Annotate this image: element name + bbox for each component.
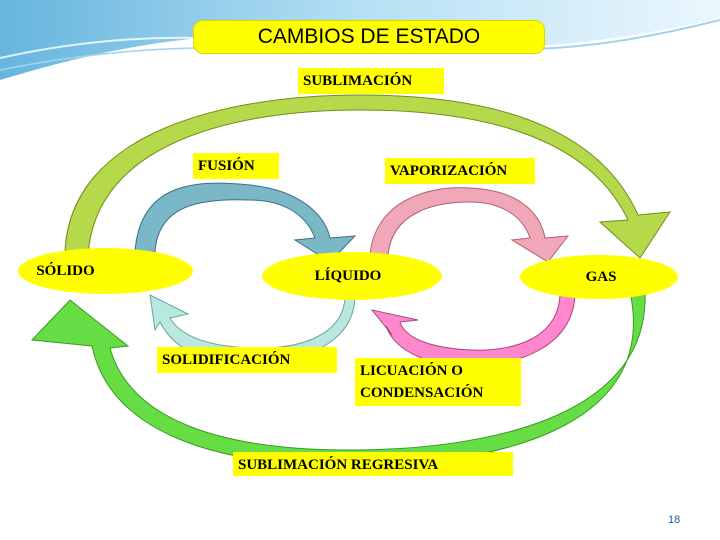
liquefaction-arrow — [370, 291, 576, 367]
page-number: 18 — [668, 514, 681, 526]
state-liquid: LÍQUIDO — [262, 252, 442, 300]
fusion-arrow — [134, 182, 357, 263]
label-liquefaction: LICUACIÓN O CONDENSACIÓN — [355, 358, 521, 406]
state-liquid-label: LÍQUIDO — [314, 267, 382, 284]
diagram-title: CAMBIOS DE ESTADO — [193, 20, 545, 54]
label-vaporization: VAPORIZACIÓN — [385, 158, 535, 184]
sublimation-arrow — [64, 94, 671, 259]
state-gas-label: GAS — [585, 268, 617, 285]
vaporization-arrow — [369, 187, 570, 263]
label-solidification: SOLIDIFICACIÓN — [157, 347, 337, 373]
label-fusion: FUSIÓN — [193, 153, 279, 179]
reverse-sublimation-arrow — [30, 291, 646, 467]
state-solid: SÓLIDO — [18, 248, 193, 294]
label-sublimation: SUBLIMACIÓN — [298, 68, 444, 94]
label-reverse-sublimation: SUBLIMACIÓN REGRESIVA — [233, 452, 513, 476]
label-liquefaction-line2: CONDENSACIÓN — [360, 385, 484, 401]
state-gas: GAS — [520, 255, 678, 299]
label-liquefaction-line1: LICUACIÓN O — [360, 363, 463, 379]
state-solid-label: SÓLIDO — [36, 262, 95, 279]
